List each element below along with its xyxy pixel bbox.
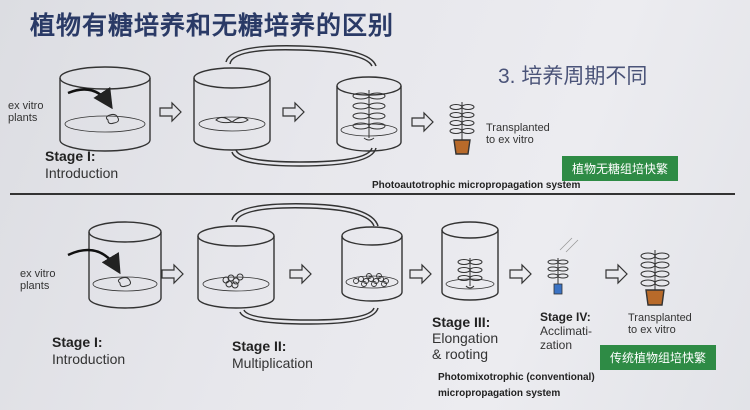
slide-title: 植物有糖培养和无糖培养的区别 [30, 12, 395, 40]
system-label-top: Photoautotrophic micropropagation system [372, 180, 581, 191]
transplant-line-1: Transplanted [486, 122, 550, 134]
transplant-plant-bottom [640, 250, 670, 290]
transplant-line-2: to ex vitro [628, 324, 676, 336]
stage4-title: Stage IV: [540, 310, 591, 324]
system-label-bottom: Photomixotrophic (conventional) micropro… [438, 370, 595, 402]
transplant-line-2: to ex vitro [486, 134, 534, 146]
ex-vitro-line-1: ex vitro [8, 100, 44, 112]
ex-vitro-line-1: ex vitro [20, 268, 56, 280]
stage2-title: Stage II: [232, 338, 287, 354]
ex-vitro-line-2: plants [8, 112, 38, 124]
slide-subtitle: 3. 培养周期不同 [498, 65, 648, 88]
flow-arrow-bottom-5 [605, 263, 628, 285]
vessel-bottom-2 [197, 225, 275, 309]
stage3-desc-line-1: Elongation [432, 330, 499, 346]
ex-vitro-label-bottom: ex vitro plants [20, 268, 55, 292]
stage4-desc-line-1: Acclimati- [540, 324, 593, 338]
vessel-bottom-3 [341, 226, 403, 302]
stage3-desc: Elongation & rooting [432, 330, 498, 362]
transplant-plant-top [449, 102, 475, 140]
pot-top [453, 139, 471, 155]
acclimatization-plant [547, 258, 569, 284]
section-divider [10, 193, 735, 195]
system-label-line-2: micropropagation system [438, 388, 561, 399]
cycle-arrow-bottom [235, 207, 375, 227]
vessel-top-3 [336, 76, 402, 152]
pot-bottom [645, 289, 665, 306]
flow-arrow-bottom-4 [509, 263, 532, 285]
vessel-bottom-1 [88, 221, 162, 309]
stage1-desc-top: Introduction [45, 165, 119, 181]
stage3-title: Stage III: [432, 314, 491, 330]
vessel-bottom-4 [441, 221, 499, 301]
flow-arrow-top-3 [411, 111, 434, 133]
vessel-top-1 [59, 66, 151, 152]
stage4-desc-line-2: zation [540, 338, 573, 352]
system-label-line-1: Photomixotrophic (conventional) [438, 372, 595, 383]
flow-arrow-bottom-2 [289, 263, 312, 285]
badge-conventional: 传统植物组培快繁 [600, 345, 717, 370]
flow-arrow-bottom-1 [161, 263, 184, 285]
cycle-arrow-top [229, 49, 373, 67]
stage4-desc: Acclimati- zation [540, 324, 592, 352]
transplant-label-top: Transplanted to ex vitro [486, 122, 550, 146]
acclimatization-plug [553, 283, 563, 295]
flow-arrow-bottom-3 [409, 263, 432, 285]
vessel-top-2 [193, 67, 271, 151]
stage1-title-top: Stage I: [45, 148, 96, 164]
ex-vitro-line-2: plants [20, 280, 50, 292]
transplant-label-bottom: Transplanted to ex vitro [628, 312, 692, 336]
transplant-line-1: Transplanted [628, 312, 692, 324]
badge-sugar-free: 植物无糖组培快繁 [562, 156, 679, 181]
ex-vitro-arrow-top [67, 86, 113, 110]
ex-vitro-label-top: ex vitro plants [8, 100, 43, 124]
flow-arrow-top-2 [282, 101, 305, 123]
ex-vitro-arrow-bottom [67, 248, 121, 275]
stage3-desc-line-2: & rooting [432, 346, 489, 362]
stage1-desc-bottom: Introduction [52, 351, 126, 367]
stage1-title-bottom: Stage I: [52, 334, 103, 350]
flow-arrow-top-1 [159, 101, 182, 123]
stage2-desc: Multiplication [232, 355, 313, 371]
